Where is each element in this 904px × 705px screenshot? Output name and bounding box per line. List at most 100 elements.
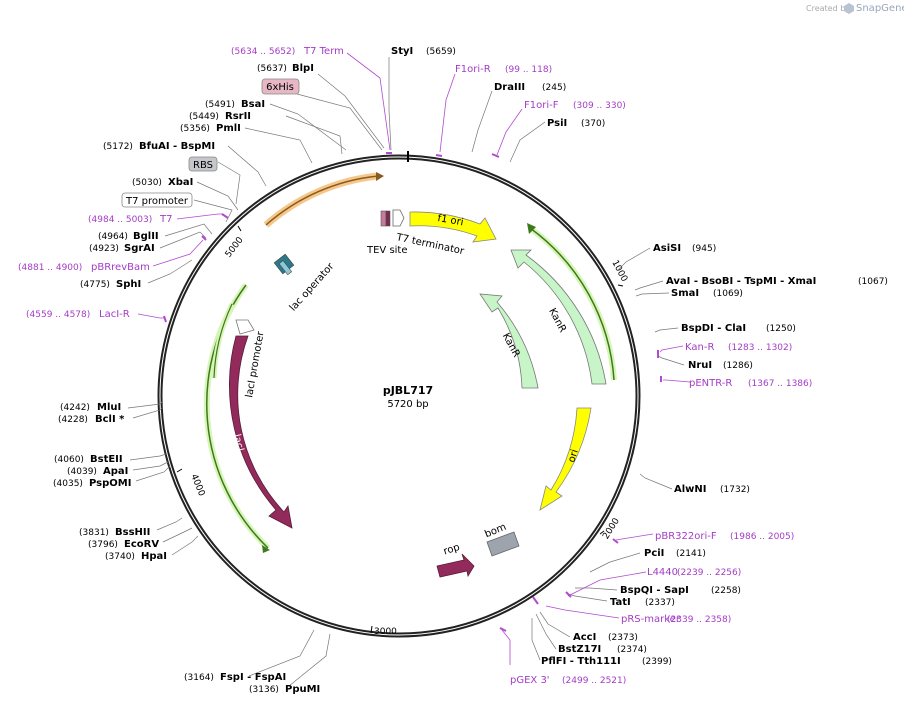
site-name-pflfi[interactable]: PflFI - Tth111I: [541, 656, 621, 667]
rop-arrow[interactable]: [436, 553, 475, 578]
primer-name-t7-term[interactable]: T7 Term: [303, 46, 344, 57]
rbs-box[interactable]: RBS: [188, 156, 218, 172]
ori-label: ori: [566, 448, 580, 464]
site-name-sphi[interactable]: SphI: [116, 279, 141, 290]
primer-name-pbr322ori-f[interactable]: pBR322ori-F: [655, 531, 717, 542]
site-name-bcli[interactable]: BclI *: [95, 414, 125, 425]
ori-arrow[interactable]: [539, 407, 592, 511]
primer-range-pbr322ori-f: (1986 .. 2005): [730, 532, 794, 542]
kanr-inner-arrow[interactable]: [479, 293, 539, 389]
site-name-psii[interactable]: PsiI: [547, 118, 567, 129]
site-name-sgrai[interactable]: SgrAI: [124, 243, 155, 254]
site-name-asisi[interactable]: AsiSI: [653, 243, 681, 254]
site-pos-pspomi: (4035): [53, 479, 83, 489]
his-tag-label: 6xHis: [266, 82, 294, 93]
site-name-pspomi[interactable]: PspOMI: [89, 478, 131, 489]
primer-name-pgex[interactable]: pGEX 3': [510, 675, 550, 686]
site-pos-bfuai: (5172): [103, 142, 133, 152]
laci-arrow[interactable]: [229, 335, 293, 529]
primer-range-prs-marker: (2339 .. 2358): [667, 615, 731, 625]
his-tag-box[interactable]: 6xHis: [261, 78, 300, 95]
site-name-xbai[interactable]: XbaI: [168, 177, 193, 188]
primer-leader-lines: [137, 52, 691, 665]
primer-name-f1ori-f[interactable]: F1ori-F: [524, 100, 559, 111]
site-pos-fspi: (3164): [184, 673, 214, 683]
lac-operator-block[interactable]: [273, 253, 295, 276]
site-name-hpai[interactable]: HpaI: [141, 551, 167, 562]
tick-5000: 5000: [224, 235, 246, 259]
laci-small-arc-line: [213, 303, 233, 379]
site-name-fspi[interactable]: FspI - FspAI: [220, 672, 286, 683]
primer-name-t7[interactable]: T7: [159, 214, 172, 225]
site-name-bspqi[interactable]: BspQI - SapI: [620, 585, 689, 596]
site-pos-bsshii: (3831): [79, 528, 109, 538]
site-pos-acci: (2373): [608, 633, 638, 643]
t7-promoter-box[interactable]: T7 promoter: [121, 192, 193, 208]
primer-name-laci-r[interactable]: LacI-R: [99, 309, 130, 320]
laci-promoter-label: lacI promoter: [244, 330, 267, 399]
lac-operator-arc[interactable]: [263, 172, 379, 228]
site-name-blpi[interactable]: BlpI: [292, 63, 314, 74]
site-name-apai[interactable]: ApaI: [103, 466, 128, 477]
bom-block[interactable]: [486, 531, 520, 557]
site-pos-bsai: (5491): [205, 100, 235, 110]
snapgene-logo-icon: [844, 3, 854, 14]
rop-label: rop: [442, 542, 461, 558]
site-pos-nrui: (1286): [723, 361, 753, 371]
site-pos-smai: (1069): [713, 289, 743, 299]
site-name-bfuai[interactable]: BfuAI - BspMI: [139, 141, 215, 152]
site-name-ecorv[interactable]: EcoRV: [124, 539, 159, 550]
kanr-arc-outer-head: [527, 223, 536, 234]
site-name-alwni[interactable]: AlwNI: [674, 484, 707, 495]
site-name-acci[interactable]: AccI: [573, 632, 596, 643]
site-pos-draiii: (245): [542, 83, 566, 93]
site-pos-sphi: (4775): [80, 280, 110, 290]
f1-ori-arrow[interactable]: [409, 211, 497, 243]
tick-4000: 4000: [188, 473, 206, 498]
site-name-draiii[interactable]: DraIII: [494, 82, 525, 93]
primer-range-l4440: (2239 .. 2256): [677, 568, 741, 578]
site-name-styi[interactable]: StyI: [391, 46, 413, 57]
site-name-mlui[interactable]: MluI: [97, 402, 121, 413]
tev-site-block[interactable]: [380, 210, 391, 227]
site-pos-xbai: (5030): [132, 178, 162, 188]
site-name-bstz17i[interactable]: BstZ17I: [558, 644, 601, 655]
laci-promoter-arrow[interactable]: [235, 319, 255, 335]
primer-name-pentr-r[interactable]: pENTR-R: [689, 378, 732, 389]
primer-name-pbrrevbam[interactable]: pBRrevBam: [91, 262, 150, 273]
site-name-bsteii[interactable]: BstEII: [90, 454, 123, 465]
site-name-nrui[interactable]: NruI: [688, 360, 712, 371]
site-name-avai[interactable]: AvaI - BsoBI - TspMI - XmaI: [666, 276, 816, 287]
t7-terminator-arrow[interactable]: [392, 209, 405, 227]
site-name-smai[interactable]: SmaI: [671, 288, 699, 299]
site-pos-psii: (370): [581, 119, 605, 129]
primer-range-pbrrevbam: (4881 .. 4900): [18, 263, 82, 273]
site-pos-alwni: (1732): [720, 485, 750, 495]
laci-small-arc[interactable]: [211, 302, 235, 379]
laci-arc-outer-head: [262, 545, 270, 553]
site-pos-pflfi: (2399): [642, 657, 672, 667]
site-name-bsshii[interactable]: BssHII: [115, 527, 150, 538]
site-name-pcii[interactable]: PciI: [644, 548, 664, 559]
site-name-bsai[interactable]: BsaI: [241, 99, 265, 110]
primer-name-prs-marker[interactable]: pRS-marker: [621, 614, 681, 625]
primer-range-laci-r: (4559 .. 4578): [26, 310, 90, 320]
site-name-ppumi[interactable]: PpuMI: [285, 684, 320, 695]
primer-markers: [163, 152, 662, 632]
site-name-tati[interactable]: TatI: [610, 597, 631, 608]
primer-name-f1ori-r[interactable]: F1ori-R: [455, 64, 491, 75]
site-pos-ppumi: (3136): [249, 685, 279, 695]
primer-name-l4440[interactable]: L4440: [647, 567, 678, 578]
site-name-bspdi[interactable]: BspDI - ClaI: [681, 323, 746, 334]
primer-range-f1ori-f: (309 .. 330): [573, 101, 626, 111]
site-pos-blpi: (5637): [257, 64, 287, 74]
site-pos-bsteii: (4060): [54, 455, 84, 465]
site-name-pmli[interactable]: PmlI: [216, 123, 241, 134]
site-name-bglii[interactable]: BglII: [133, 231, 159, 242]
site-name-rsrii[interactable]: RsrII: [225, 111, 251, 122]
kanr-outer-arrow[interactable]: [510, 249, 607, 385]
lac-operator-arc-line: [265, 175, 379, 226]
primer-name-kan-r[interactable]: Kan-R: [685, 342, 714, 353]
tick-1000: 1000: [609, 259, 629, 284]
